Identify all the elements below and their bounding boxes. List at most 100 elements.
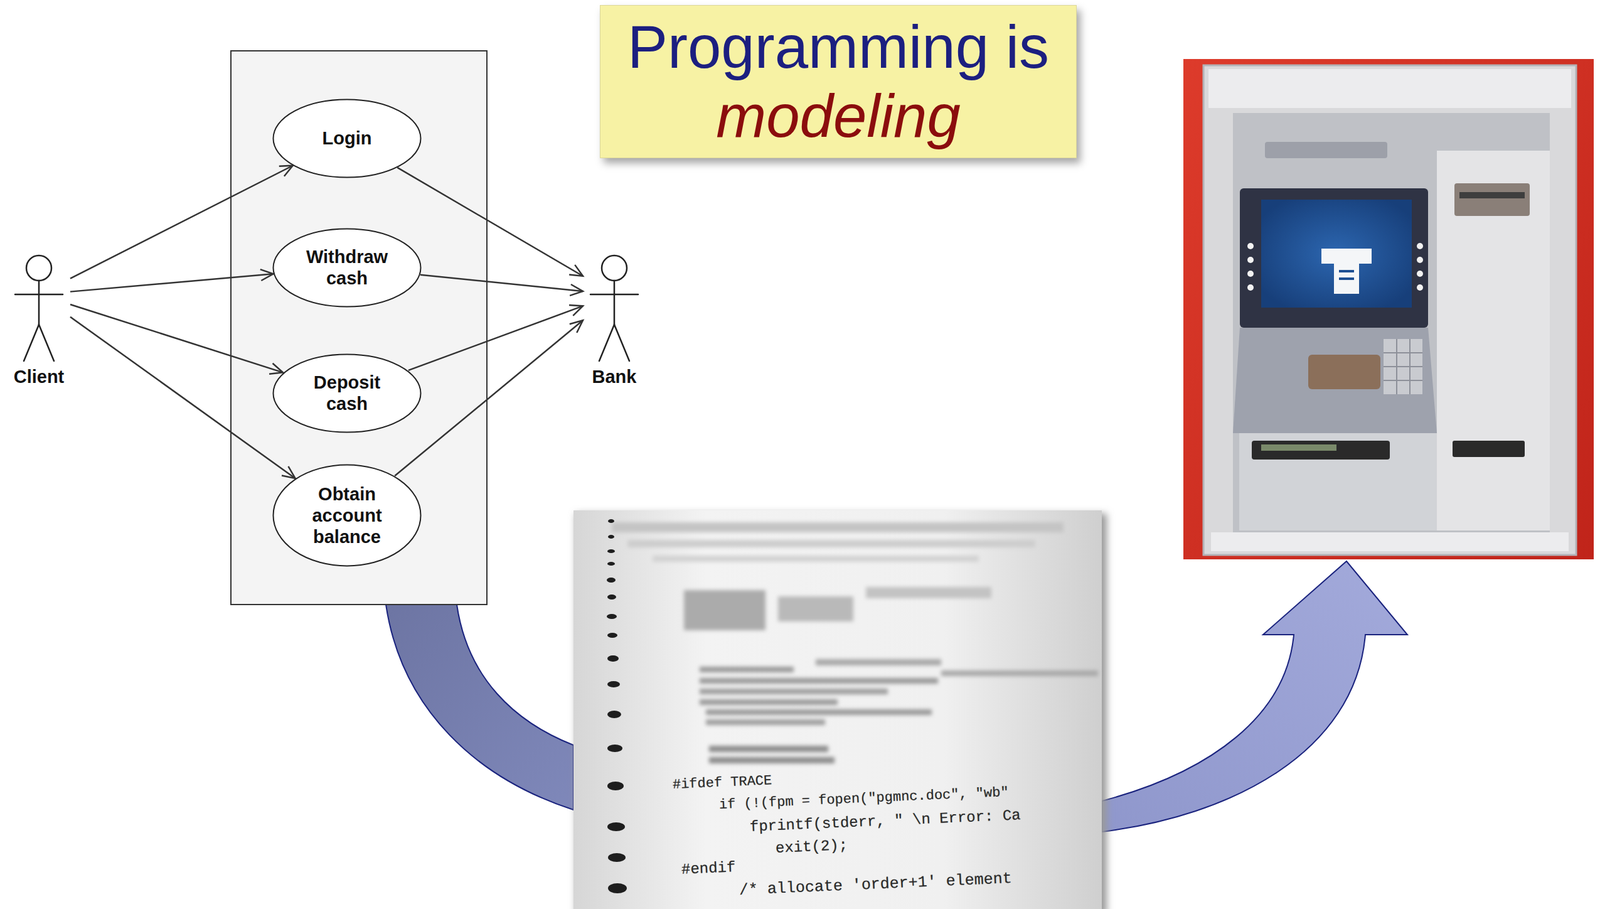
blurred-line	[865, 586, 992, 598]
actor-figure: Client	[7, 254, 71, 388]
association-arrow	[397, 167, 583, 277]
screen-icon	[1333, 263, 1360, 294]
photo-paper	[573, 510, 1102, 909]
blurred-line	[652, 555, 979, 562]
use-case-outline	[273, 353, 422, 432]
punch-hole	[608, 534, 615, 539]
system-boundary	[230, 50, 487, 605]
cash-slot	[1251, 440, 1390, 460]
use-case-ellipse: Obtain account balance	[272, 463, 422, 567]
blurred-line	[611, 522, 1064, 533]
actor-head	[26, 255, 52, 281]
blurred-line	[699, 688, 888, 694]
screen-button	[1247, 256, 1254, 263]
punch-hole	[607, 781, 624, 790]
use-case-text-wrap: Login	[322, 127, 373, 149]
screen-icon-line	[1338, 269, 1355, 273]
association-arrow	[70, 165, 294, 279]
atm-lower-lip	[1210, 532, 1569, 551]
atm-recess	[1232, 112, 1550, 533]
punch-hole	[607, 710, 622, 718]
keypad	[1383, 338, 1423, 395]
keypad-tray	[1232, 327, 1437, 433]
punch-hole	[606, 613, 617, 619]
blurred-block	[778, 596, 854, 622]
actor-body	[613, 280, 616, 325]
atm-illustration	[1183, 58, 1594, 560]
actor-label: Client	[13, 365, 65, 388]
blurred-line	[705, 709, 932, 715]
actor-leg	[599, 324, 615, 361]
actor-label: Bank	[592, 365, 637, 388]
screen-icon-line	[1338, 277, 1355, 280]
stick-figure	[590, 255, 639, 361]
use-case-label: Obtain account balance	[303, 483, 391, 548]
stick-figure	[582, 254, 646, 364]
association-arrow	[408, 304, 583, 371]
punch-hole	[607, 549, 615, 553]
punch-hole	[607, 594, 617, 600]
atm-screen-bezel	[1239, 188, 1429, 328]
blurred-block	[683, 589, 766, 630]
use-case-outline	[272, 227, 422, 308]
code-line: #ifdef TRACE	[672, 773, 773, 792]
code-line: fprintf(stderr, " \n Error: Ca	[749, 807, 1021, 835]
arrow-head	[569, 304, 583, 316]
actor-figure: Bank	[582, 254, 646, 388]
use-case-label: Deposit cash	[303, 371, 391, 415]
use-case-text-wrap: Obtain account balance	[303, 483, 391, 548]
cash-shelf	[1239, 432, 1437, 531]
atm-top-bar	[1264, 141, 1388, 159]
punch-hole	[607, 680, 620, 688]
actor-head	[601, 255, 627, 281]
actor-body	[38, 280, 41, 325]
blurred-code	[611, 522, 1099, 763]
actor-leg	[38, 324, 54, 361]
card-slot	[1459, 192, 1525, 199]
association-arrow	[420, 274, 583, 296]
keypad-grid	[1383, 338, 1423, 395]
punch-hole	[607, 821, 625, 831]
actor-leg	[614, 324, 630, 361]
punch-hole	[607, 655, 619, 662]
punch-hole	[608, 518, 615, 523]
association-line	[70, 273, 274, 292]
use-case-text-wrap: Deposit cash	[303, 371, 391, 415]
code-line: exit(2);	[774, 837, 848, 856]
title-banner: Programming ismodeling	[599, 5, 1077, 159]
association-line	[70, 304, 283, 373]
screen-button	[1416, 256, 1424, 263]
blurred-line	[705, 719, 826, 725]
actor-arms	[15, 293, 63, 296]
screen-icon	[1321, 248, 1372, 264]
use-case-outline	[273, 464, 422, 566]
use-case-outline	[273, 99, 422, 177]
atm-housing	[1203, 65, 1577, 555]
arrow-head	[569, 264, 583, 277]
atm-top-bevel	[1208, 69, 1572, 108]
cash-notes	[1261, 444, 1337, 451]
blurred-line	[699, 677, 939, 684]
stick-figure	[7, 254, 71, 364]
arrow-head	[569, 320, 583, 333]
blurred-line	[815, 658, 942, 666]
blurred-line	[699, 698, 838, 705]
title-text-wrap: Programming ismodeling	[627, 12, 1050, 151]
code-line: /* allocate 'order+1' element	[738, 870, 1013, 898]
actor-leg	[23, 324, 39, 361]
screen-button	[1247, 284, 1254, 291]
flow-arrow	[1101, 560, 1408, 832]
arrow-head	[279, 165, 294, 177]
screen-button	[1416, 284, 1424, 291]
use-case-label: Withdraw cash	[303, 245, 391, 289]
use-case-outline	[272, 353, 422, 433]
association-arrow	[70, 316, 296, 479]
punch-holes	[606, 518, 627, 893]
use-case-ellipse: Login	[272, 98, 422, 179]
punch-hole	[608, 882, 627, 893]
code-photo	[573, 510, 1107, 909]
arrow-head	[269, 363, 283, 374]
arrow-head	[260, 269, 274, 281]
use-case-ellipse: Deposit cash	[272, 353, 422, 433]
